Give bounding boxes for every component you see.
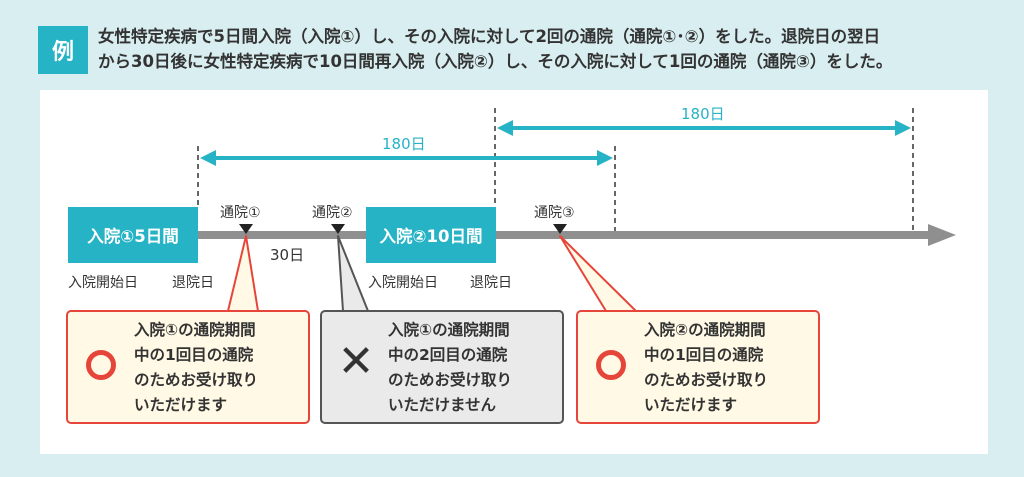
- stay-1-bar: 入院①5日間: [68, 207, 198, 263]
- stay-2-start-label: 入院開始日: [368, 275, 438, 291]
- stay-1-discharge-label: 退院日: [172, 275, 214, 291]
- description-line-2: から30日後に女性特定疾病で10日間再入院（入院②）し、その入院に対して1回の通…: [98, 52, 893, 71]
- visit-3-marker: [553, 224, 567, 234]
- time-axis-arrowhead: [928, 224, 956, 246]
- gap-label: 30日: [270, 246, 305, 264]
- example-description: 女性特定疾病で5日間入院（入院①）し、その入院に対して2回の通院（通院①･②）を…: [98, 24, 1018, 74]
- description-line-1: 女性特定疾病で5日間入院（入院①）し、その入院に対して2回の通院（通院①･②）を…: [98, 27, 881, 46]
- span-arrow-1-left-head: [200, 150, 216, 166]
- stay-2-discharge-label: 退院日: [470, 275, 512, 291]
- span-arrow-2-right-head: [895, 120, 911, 136]
- example-badge: 例: [38, 26, 88, 74]
- callout-visit-3-text: 入院②の通院期間 中の1回目の通院 のためお受け取り いただけます: [644, 321, 769, 414]
- callout-2-pointer: [337, 235, 369, 312]
- span-1-label: 180日: [382, 135, 426, 153]
- ok-circle-icon: [596, 350, 626, 380]
- callout-3-pointer: [559, 235, 637, 312]
- span-arrow-1-right-head: [597, 150, 613, 166]
- stay-1-start-label: 入院開始日: [68, 275, 138, 291]
- callout-visit-3: 入院②の通院期間 中の1回目の通院 のためお受け取り いただけます: [576, 310, 820, 424]
- callout-visit-2: ✕ 入院①の通院期間 中の2回目の通院 のためお受け取り いただけません: [320, 310, 564, 424]
- stay-2-bar: 入院②10日間: [366, 207, 496, 263]
- callout-visit-1: 入院①の通院期間 中の1回目の通院 のためお受け取り いただけます: [66, 310, 310, 424]
- span-2-label: 180日: [681, 105, 725, 123]
- callout-1-pointer: [227, 235, 259, 312]
- ok-circle-icon: [86, 350, 116, 380]
- visit-3-label: 通院③: [534, 205, 575, 221]
- visit-1-marker: [239, 224, 253, 234]
- callout-visit-1-text: 入院①の通院期間 中の1回目の通院 のためお受け取り いただけます: [134, 321, 259, 414]
- span-arrow-2-left-head: [497, 120, 513, 136]
- visit-1-label: 通院①: [220, 205, 261, 221]
- ng-cross-icon: ✕: [337, 336, 375, 387]
- visit-2-label: 通院②: [312, 205, 353, 221]
- callout-visit-2-text: 入院①の通院期間 中の2回目の通院 のためお受け取り いただけません: [388, 321, 513, 414]
- visit-2-marker: [331, 224, 345, 234]
